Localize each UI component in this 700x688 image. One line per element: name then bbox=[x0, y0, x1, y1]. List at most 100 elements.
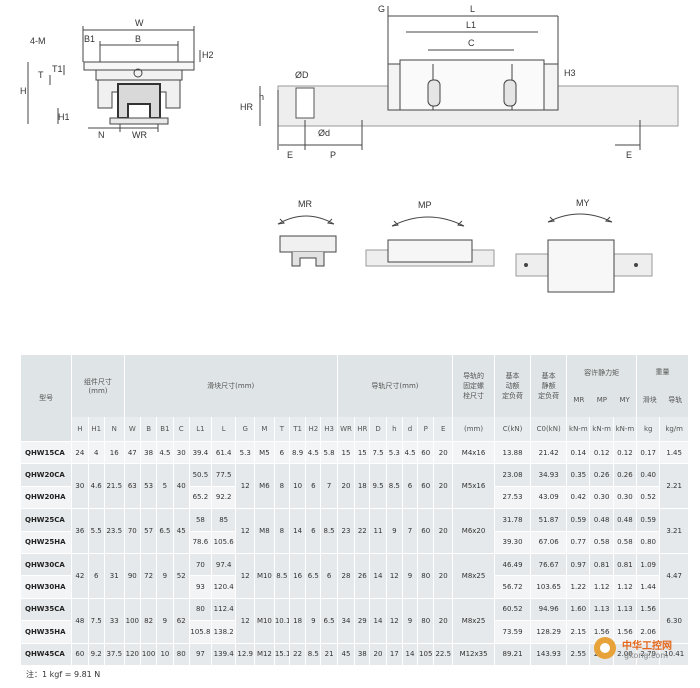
table-cell: 7 bbox=[401, 508, 418, 554]
table-cell: 14 bbox=[401, 642, 418, 665]
group-weight: 重量 滑块 导轨 bbox=[636, 355, 688, 417]
table-cell: 70 bbox=[123, 508, 141, 554]
column-header: G bbox=[235, 417, 255, 442]
table-cell: 14 bbox=[369, 552, 387, 599]
table-cell: 112.4 bbox=[210, 597, 236, 621]
table-cell: 1.45 bbox=[659, 440, 688, 464]
table-cell: M12 bbox=[254, 642, 275, 665]
label-WR: WR bbox=[132, 130, 147, 140]
table-cell: 6 bbox=[273, 440, 290, 464]
table-cell: 8 bbox=[273, 463, 290, 509]
column-header: H3 bbox=[320, 417, 338, 442]
table-cell: 2.06 bbox=[636, 620, 660, 644]
table-cell: 30 bbox=[172, 440, 190, 464]
table-cell: 20 bbox=[433, 508, 453, 554]
table-cell: 21 bbox=[320, 642, 338, 665]
table-cell: 0.59 bbox=[566, 508, 590, 532]
table-cell: 1.12 bbox=[612, 575, 637, 599]
label-MR: MR bbox=[298, 199, 312, 209]
table-cell: 39.4 bbox=[188, 440, 212, 464]
table-cell: 8 bbox=[273, 508, 290, 554]
table-cell: 9.2 bbox=[87, 642, 105, 665]
group-header-row: 型号 组件尺寸 (mm) 滑块尺寸(mm) 导轨尺寸(mm) 导轨的 固定螺 栓… bbox=[19, 355, 688, 442]
table-cell: 12 bbox=[235, 508, 255, 554]
table-cell: 139.4 bbox=[210, 642, 236, 665]
column-header: kg/m bbox=[659, 417, 688, 442]
table-cell: 12 bbox=[235, 552, 255, 599]
table-cell: 1.56 bbox=[612, 620, 637, 644]
label-P: P bbox=[330, 150, 336, 160]
table-cell: 20 bbox=[433, 440, 453, 464]
table-cell: 72 bbox=[139, 552, 157, 599]
column-header: B bbox=[139, 417, 157, 442]
table-cell: 17 bbox=[385, 642, 403, 665]
table-cell: M6 bbox=[254, 463, 275, 509]
table-cell: 63 bbox=[123, 463, 141, 509]
table-cell: 0.26 bbox=[612, 463, 637, 487]
static-moment-title: 容许静力矩 bbox=[584, 369, 620, 377]
table-cell: 0.30 bbox=[589, 485, 614, 509]
table-cell: M6x20 bbox=[452, 508, 495, 554]
table-cell: 56.72 bbox=[494, 575, 531, 599]
table-cell: 6.5 bbox=[305, 552, 321, 599]
table-cell: 77.5 bbox=[210, 463, 236, 487]
label-H: H bbox=[20, 86, 27, 96]
moment-MR-diagram bbox=[277, 215, 337, 267]
table-cell: 5.3 bbox=[385, 440, 403, 464]
column-header: L bbox=[210, 417, 236, 442]
table-cell: 138.2 bbox=[210, 620, 236, 644]
table-cell: 12 bbox=[235, 463, 255, 509]
table-cell: 76.67 bbox=[530, 552, 567, 576]
table-cell: 22.5 bbox=[433, 642, 453, 665]
table-cell: 4.5 bbox=[156, 440, 174, 464]
table-cell: 0.12 bbox=[612, 440, 637, 464]
table-cell: 11 bbox=[369, 508, 387, 554]
table-cell: 20 bbox=[369, 642, 387, 665]
table-cell: 12 bbox=[235, 597, 255, 644]
label-MP: MP bbox=[418, 200, 432, 210]
label-HR: HR bbox=[240, 102, 253, 112]
group-static-moment: 容许静力矩 MR MP MY bbox=[566, 355, 637, 417]
table-cell: M5x16 bbox=[452, 463, 495, 509]
table-cell: 4 bbox=[87, 440, 105, 464]
table-cell: 16 bbox=[103, 440, 125, 464]
column-header: T bbox=[273, 417, 290, 442]
table-cell: 80 bbox=[188, 597, 212, 621]
label-H2: H2 bbox=[202, 50, 214, 60]
table-cell: 57 bbox=[139, 508, 157, 554]
label-B1: B1 bbox=[84, 34, 95, 44]
table-cell: 80 bbox=[172, 642, 190, 665]
column-header: HR bbox=[354, 417, 370, 442]
table-cell: 6 bbox=[305, 463, 321, 509]
table-cell: 5.8 bbox=[320, 440, 338, 464]
table-cell: 31.78 bbox=[494, 508, 531, 532]
table-cell: 14 bbox=[369, 597, 387, 644]
table-cell: 0.58 bbox=[612, 530, 637, 554]
label-4M: 4-M bbox=[30, 36, 46, 46]
table-cell: 100 bbox=[139, 642, 157, 665]
table-cell: 52 bbox=[172, 552, 190, 599]
table-cell: 6.5 bbox=[156, 508, 174, 554]
table-cell: 23 bbox=[336, 508, 355, 554]
table-cell: 42 bbox=[71, 552, 89, 599]
unit-note: 注：1 kgf = 9.81 N bbox=[26, 670, 101, 679]
table-cell: 6.30 bbox=[659, 597, 688, 644]
label-B: B bbox=[135, 34, 141, 44]
model-cell: QHW35CA bbox=[19, 597, 72, 621]
table-cell: 20 bbox=[433, 597, 453, 644]
spec-table: 型号 组件尺寸 (mm) 滑块尺寸(mm) 导轨尺寸(mm) 导轨的 固定螺 栓… bbox=[19, 355, 689, 665]
table-cell: M8 bbox=[254, 508, 275, 554]
table-cell: 9 bbox=[401, 597, 418, 644]
column-header: P bbox=[417, 417, 434, 442]
table-cell: 23.08 bbox=[494, 463, 531, 487]
table-cell: 120.4 bbox=[210, 575, 236, 599]
table-cell: 105 bbox=[417, 642, 434, 665]
table-cell: 1.60 bbox=[566, 597, 590, 621]
table-cell: 38 bbox=[354, 642, 370, 665]
model-cell: QHW15CA bbox=[19, 440, 72, 464]
table-cell: 0.12 bbox=[589, 440, 614, 464]
table-cell: 92.2 bbox=[210, 485, 236, 509]
